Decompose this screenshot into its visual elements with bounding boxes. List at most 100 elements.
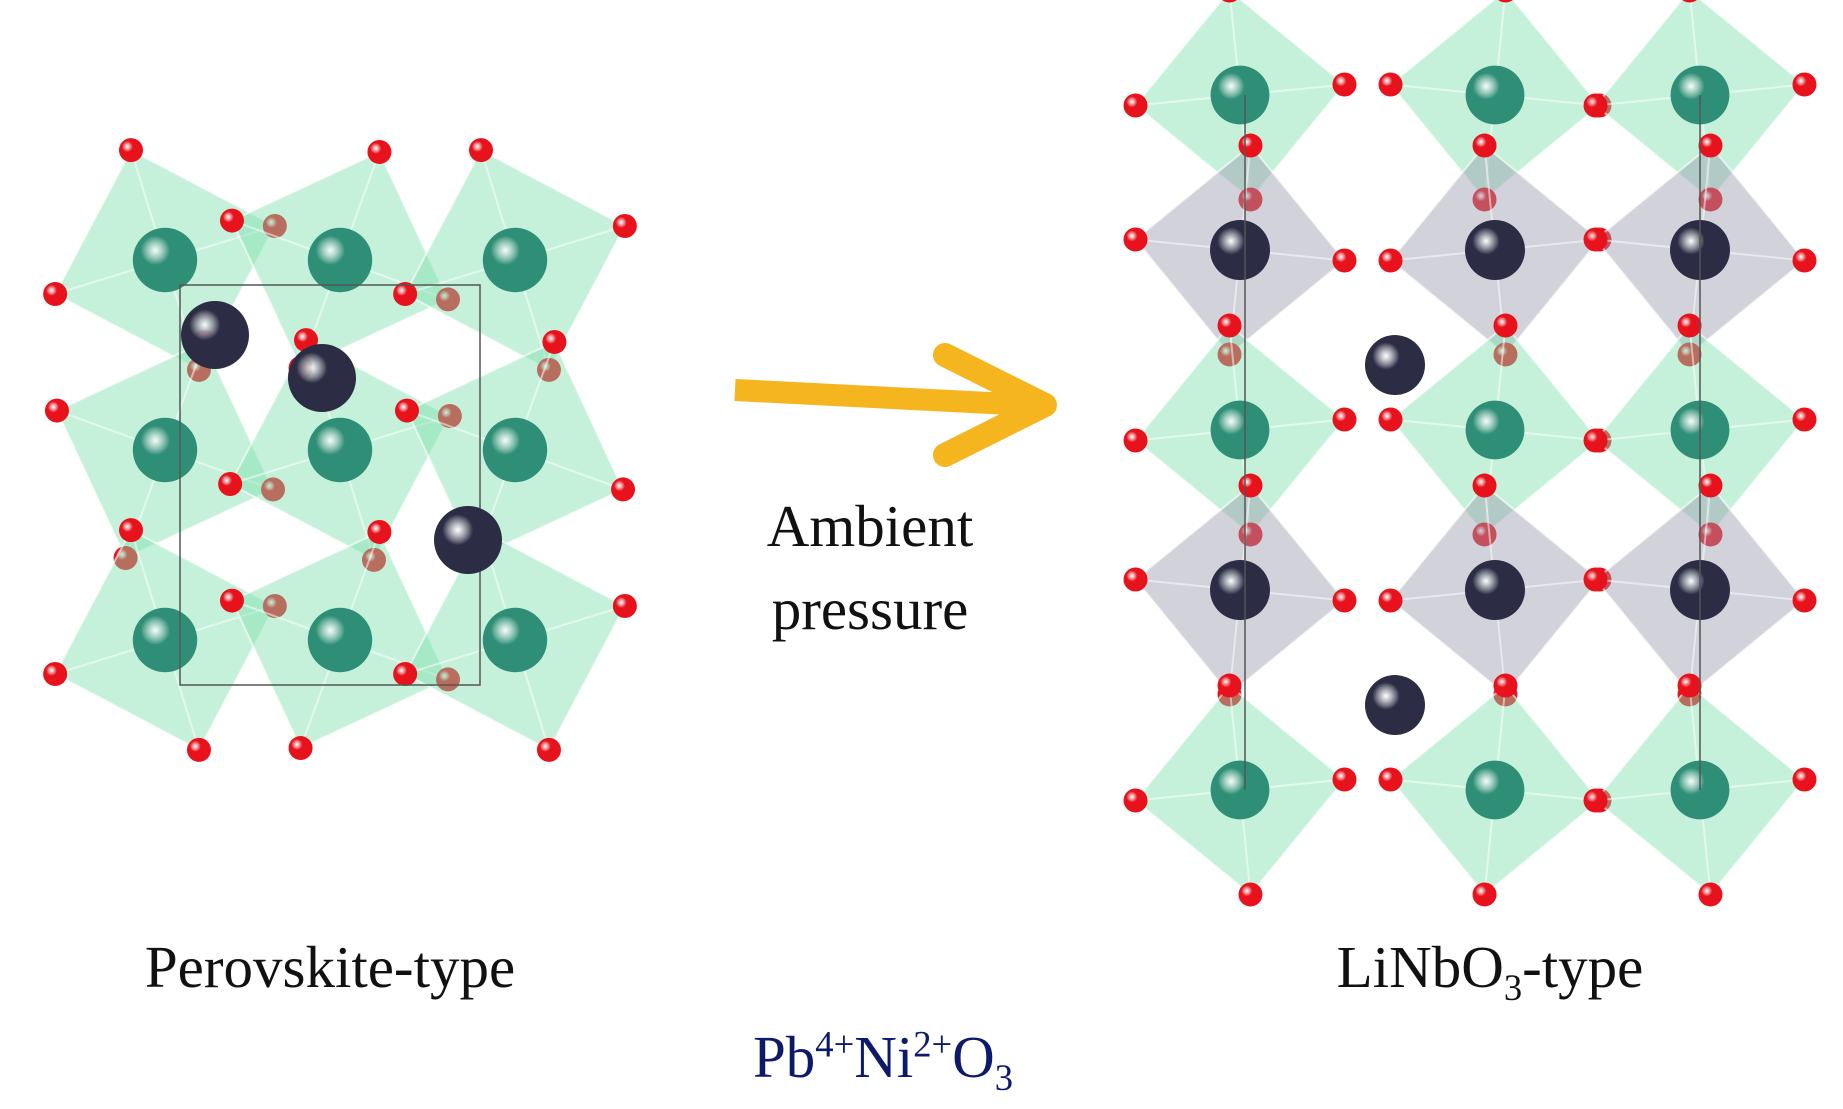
oxygen-atom xyxy=(1677,313,1702,338)
oxygen-atom xyxy=(219,588,244,613)
oxygen-atom xyxy=(1222,0,1237,3)
oxygen-atom xyxy=(612,214,637,239)
oxygen-atom xyxy=(469,138,494,163)
oxygen-atom xyxy=(1583,93,1608,118)
oxygen-atom xyxy=(1238,882,1263,907)
pb-atom xyxy=(181,301,249,369)
oxygen-atom xyxy=(1332,72,1357,97)
linbo3-label: LiNbO3-type xyxy=(1337,938,1644,1006)
formula-ni-charge: 2+ xyxy=(913,1023,953,1065)
oxygen-atom xyxy=(119,518,144,543)
oxygen-atom xyxy=(1332,248,1357,273)
arrow-label-line1: Ambient xyxy=(766,493,974,559)
formula-o: O xyxy=(952,1024,995,1090)
ni-atom xyxy=(482,227,548,293)
oxygen-atom xyxy=(288,736,313,761)
ni-atom xyxy=(1465,400,1525,460)
linbo3-structure xyxy=(1123,0,1817,907)
oxygen-atom xyxy=(219,208,244,233)
oxygen-atom xyxy=(1682,0,1697,3)
pb-atom xyxy=(1210,560,1270,620)
chemical-formula: Pb4+Ni2+O3 xyxy=(753,1026,1013,1096)
oxygen-atom xyxy=(43,281,68,306)
linbo3-label-suffix: -type xyxy=(1522,934,1644,1000)
oxygen-atom xyxy=(262,594,287,619)
oxygen-atom xyxy=(1698,133,1723,158)
oxygen-atom xyxy=(367,519,392,544)
oxygen-atom xyxy=(1472,473,1497,498)
oxygen-atom xyxy=(1698,882,1723,907)
pb-atom xyxy=(1465,560,1525,620)
oxygen-atom xyxy=(261,477,286,502)
formula-pb: Pb xyxy=(752,1024,816,1090)
oxygen-atom xyxy=(1123,567,1148,592)
ni-atom xyxy=(1465,760,1525,820)
transition-arrow xyxy=(734,343,1057,467)
pb-atom xyxy=(1465,220,1525,280)
oxygen-atom xyxy=(1677,342,1702,367)
oxygen-atom xyxy=(44,398,69,423)
pb-atom xyxy=(434,506,502,574)
oxygen-atom xyxy=(1583,567,1608,592)
linbo3-label-formula: LiNbO xyxy=(1336,934,1504,1000)
pb-atom xyxy=(1365,335,1425,395)
oxygen-atom xyxy=(1378,72,1403,97)
oxygen-atom xyxy=(612,594,637,619)
ni-atom xyxy=(482,607,548,673)
oxygen-atom xyxy=(1493,313,1518,338)
oxygen-atom xyxy=(186,737,211,762)
oxygen-atom xyxy=(1792,407,1817,432)
oxygen-atom xyxy=(393,661,418,686)
ni-atom xyxy=(307,417,373,483)
oxygen-atom xyxy=(367,139,392,164)
oxygen-atom xyxy=(1677,673,1702,698)
arrow-label-line2: pressure xyxy=(771,576,969,642)
ni-atom xyxy=(1465,65,1525,125)
ni-atom xyxy=(1210,400,1270,460)
oxygen-atom xyxy=(1792,72,1817,97)
ni-atom xyxy=(132,607,198,673)
oxygen-atom xyxy=(1238,133,1263,158)
oxygen-atom xyxy=(1378,248,1403,273)
oxygen-atom xyxy=(1583,428,1608,453)
oxygen-atom xyxy=(1217,313,1242,338)
oxygen-atom xyxy=(1583,788,1608,813)
oxygen-atom xyxy=(1583,227,1608,252)
oxygen-atom xyxy=(43,661,68,686)
oxygen-atom xyxy=(119,138,144,163)
oxygen-atom xyxy=(436,287,461,312)
perovskite-label: Perovskite-type xyxy=(144,934,516,1000)
oxygen-atom xyxy=(1332,407,1357,432)
ni-atom xyxy=(307,227,373,293)
ni-atom xyxy=(132,227,198,293)
oxygen-atom xyxy=(1472,133,1497,158)
arrow-shaft xyxy=(734,379,1031,416)
oxygen-atom xyxy=(1123,428,1148,453)
ni-atom xyxy=(132,417,198,483)
oxygen-atom xyxy=(1123,227,1148,252)
ni-atom xyxy=(482,417,548,483)
oxygen-atom xyxy=(536,737,561,762)
oxygen-atom xyxy=(1332,767,1357,792)
oxygen-atom xyxy=(1498,0,1513,3)
oxygen-atom xyxy=(393,281,418,306)
oxygen-atom xyxy=(1123,788,1148,813)
pb-atom xyxy=(288,344,356,412)
oxygen-atom xyxy=(542,329,567,354)
linbo3-label-subscript: 3 xyxy=(1503,966,1523,1008)
oxygen-atom xyxy=(394,398,419,423)
formula-pb-charge: 4+ xyxy=(815,1023,855,1065)
oxygen-atom xyxy=(1378,588,1403,613)
oxygen-atom xyxy=(1698,473,1723,498)
oxygen-atom xyxy=(1493,673,1518,698)
oxygen-atom xyxy=(1472,882,1497,907)
ni-atom xyxy=(1210,760,1270,820)
ni-atom xyxy=(307,607,373,673)
oxygen-atom xyxy=(1123,93,1148,118)
oxygen-atom xyxy=(1792,767,1817,792)
oxygen-atom xyxy=(1792,248,1817,273)
oxygen-atom xyxy=(1217,673,1242,698)
oxygen-atom xyxy=(1493,342,1518,367)
formula-o-subscript: 3 xyxy=(994,1056,1014,1098)
